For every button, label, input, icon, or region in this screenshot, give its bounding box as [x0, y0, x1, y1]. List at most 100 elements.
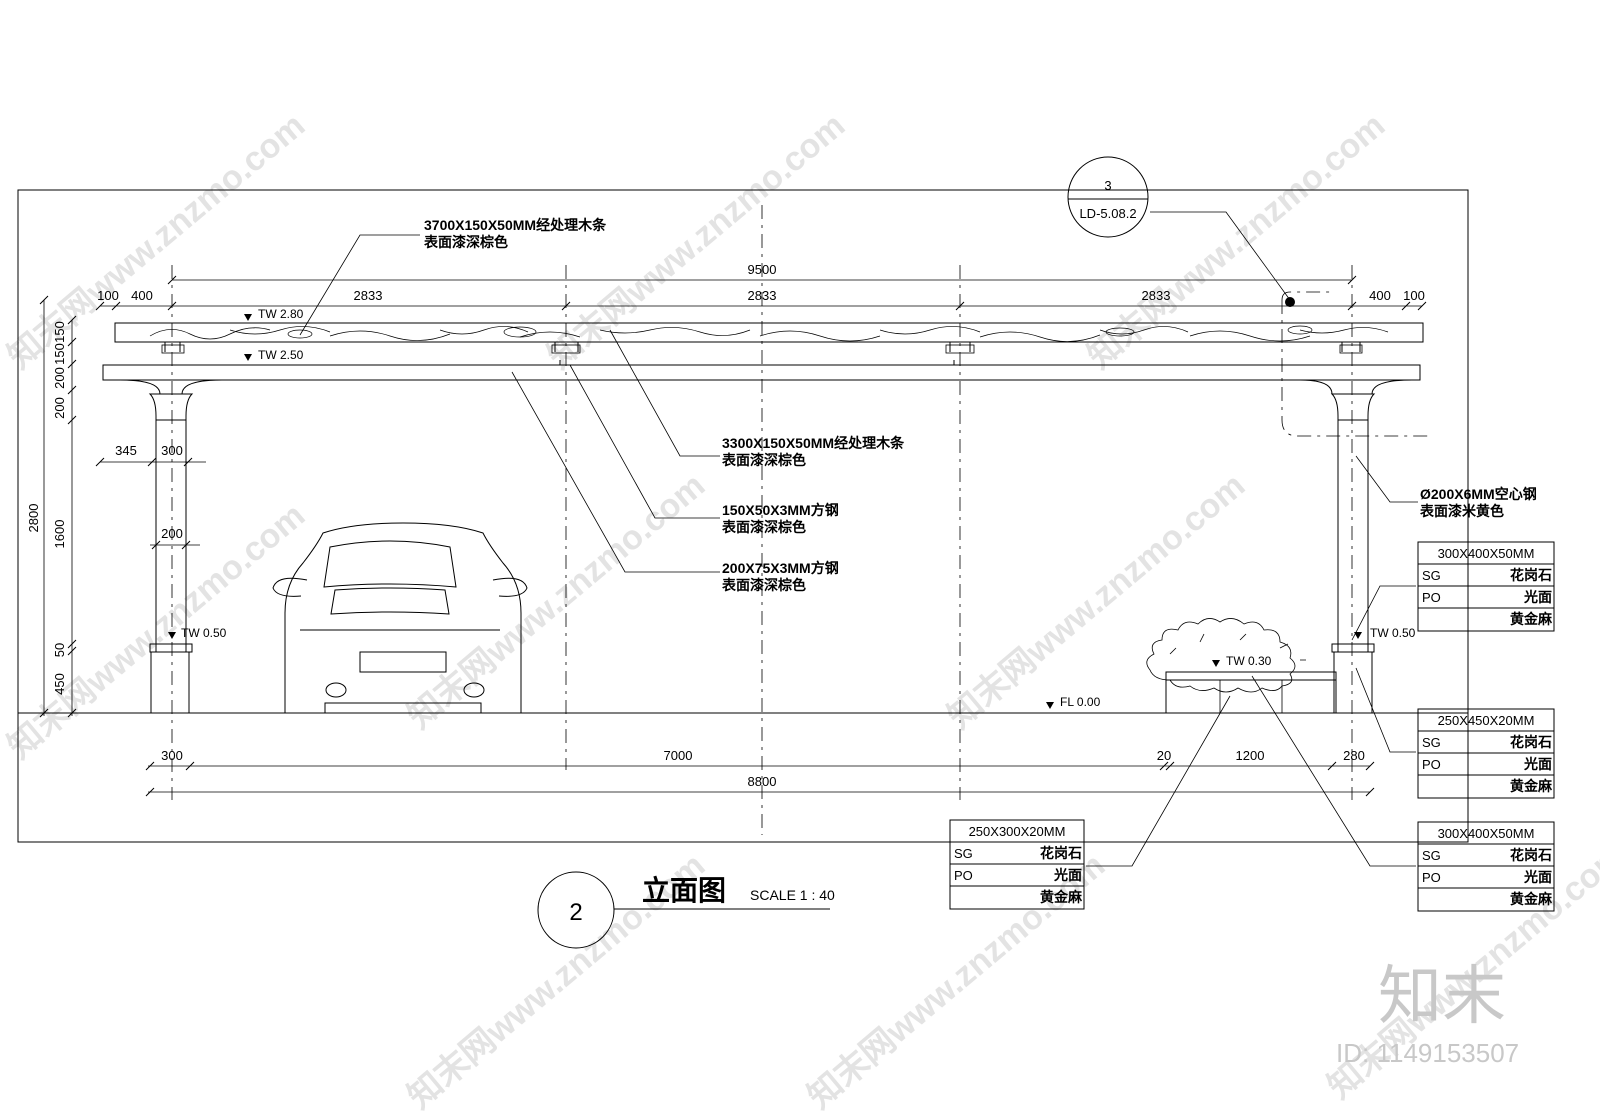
table-code: SG	[954, 846, 973, 861]
right-column	[1330, 393, 1376, 714]
table-value: 黄金麻	[1040, 889, 1083, 905]
note-timber-mid: 表面漆深棕色	[721, 452, 806, 468]
annotation-notes: 3700X150X50MM经处理木条 表面漆深棕色 3300X150X50MM经…	[423, 217, 1537, 593]
table-value: 光面	[1053, 867, 1082, 883]
level-markers: TW 2.80 TW 2.50 TW 0.50 TW 0.50 TW 0.30 …	[168, 307, 1416, 709]
drawing-title: 立面图	[642, 874, 726, 906]
detail-callout: 3 LD-5.08.2	[1067, 156, 1149, 238]
left-column	[148, 393, 194, 714]
note-steel-200: 表面漆深棕色	[721, 577, 806, 593]
level-tw250: TW 2.50	[258, 348, 304, 362]
title-block: 2 立面图 SCALE 1 : 40	[537, 871, 835, 949]
note-steel-pipe: 表面漆米黄色	[1419, 503, 1504, 519]
dim-top-seg: 400	[131, 288, 153, 303]
table-code: PO	[1422, 757, 1441, 772]
detail-boundary	[1281, 291, 1428, 437]
note-steel-pipe: Ø200X6MM空心钢	[1420, 486, 1537, 502]
dim-top-seg: 2833	[1142, 288, 1171, 303]
table-value: 黄金麻	[1510, 611, 1553, 627]
level-tw030: TW 0.30	[1226, 654, 1272, 668]
dim-bottom-seg: 300	[161, 748, 183, 763]
dim-left-seg: 200	[52, 397, 67, 419]
material-table: 250X300X20MM SG 花岗石 PO 光面 黄金麻	[949, 819, 1085, 910]
note-steel-200: 200X75X3MM方钢	[722, 560, 839, 576]
dim-left-seg: 1600	[52, 520, 67, 549]
table-header: 250X450X20MM	[1438, 713, 1535, 728]
table-code: PO	[1422, 590, 1441, 605]
dim-left-seg: 150	[52, 343, 67, 365]
dim-bottom-seg: 280	[1343, 748, 1365, 763]
table-value: 光面	[1523, 756, 1552, 772]
table-value: 光面	[1523, 869, 1552, 885]
watermark: 知末网www.znzmo.com	[1, 106, 312, 376]
brand-logo: 知末	[1378, 960, 1506, 1032]
column-dimensions: 345 300 200	[95, 443, 206, 550]
dim-top-seg: 400	[1369, 288, 1391, 303]
dim-top-seg: 2833	[748, 288, 777, 303]
detail-number: 3	[1104, 178, 1111, 193]
watermark: 知末网www.znzmo.com	[801, 846, 1112, 1115]
note-timber-top: 表面漆深棕色	[423, 234, 508, 250]
table-code: PO	[1422, 870, 1441, 885]
table-value: 黄金麻	[1510, 778, 1553, 794]
table-value: 花岗石	[1510, 567, 1552, 583]
dim-left-seg: 50	[52, 643, 67, 657]
table-header: 300X400X50MM	[1438, 826, 1535, 841]
note-timber-mid: 3300X150X50MM经处理木条	[722, 435, 905, 451]
bottom-dimensions: 300 7000 20 1200 280 8800	[145, 748, 1375, 797]
level-tw050-left: TW 0.50	[181, 626, 227, 640]
table-value: 光面	[1523, 589, 1552, 605]
left-dimensions: 2800 150 150 200 200 1600 50 450	[26, 295, 77, 718]
dim-left-seg: 200	[52, 367, 67, 389]
material-table: 300X400X50MM SG 花岗石 PO 光面 黄金麻	[1417, 821, 1555, 912]
table-code: PO	[954, 868, 973, 883]
material-table: 300X400X50MM SG 花岗石 PO 光面 黄金麻	[1417, 541, 1555, 632]
note-steel-150: 150X50X3MM方钢	[722, 502, 839, 518]
table-value: 花岗石	[1510, 847, 1552, 863]
dim-bottom-seg: 1200	[1236, 748, 1265, 763]
top-dimensions: 9500 100 400 2833 2833 2833 400 100	[95, 262, 1427, 311]
dim-top-total: 9500	[748, 262, 777, 277]
table-value: 花岗石	[1040, 845, 1082, 861]
dim-col-width: 300	[161, 443, 183, 458]
car-silhouette	[272, 522, 528, 714]
image-id: ID: 1149153507	[1336, 1038, 1519, 1068]
watermark-layer: 知末网www.znzmo.com 知末网www.znzmo.com 知末网www…	[1, 106, 1600, 1115]
table-code: SG	[1422, 568, 1441, 583]
drawing-number: 2	[569, 899, 582, 926]
grid-axis-lines	[171, 205, 1353, 835]
dim-left-total: 2800	[26, 504, 41, 533]
drawing-frame	[17, 189, 1469, 843]
table-value: 黄金麻	[1510, 891, 1553, 907]
level-fl000: FL 0.00	[1060, 695, 1101, 709]
table-header: 300X400X50MM	[1438, 546, 1535, 561]
table-value: 花岗石	[1510, 734, 1552, 750]
drawing-scale: SCALE 1 : 40	[750, 887, 835, 903]
dim-top-seg: 100	[1403, 288, 1425, 303]
note-steel-150: 表面漆深棕色	[721, 519, 806, 535]
note-timber-top: 3700X150X50MM经处理木条	[424, 217, 607, 233]
level-tw050-right: TW 0.50	[1370, 626, 1416, 640]
dim-top-seg: 2833	[354, 288, 383, 303]
dim-bottom-total: 8800	[748, 774, 777, 789]
leader-lines	[299, 211, 1418, 867]
detail-sheet: LD-5.08.2	[1079, 206, 1136, 221]
dim-bottom-seg: 7000	[664, 748, 693, 763]
watermark: 知末网www.znzmo.com	[401, 466, 712, 736]
table-code: SG	[1422, 735, 1441, 750]
table-code: SG	[1422, 848, 1441, 863]
dim-left-seg: 150	[52, 321, 67, 343]
table-header: 250X300X20MM	[969, 824, 1066, 839]
leader-dot	[1285, 297, 1295, 307]
dim-bottom-seg: 20	[1157, 748, 1171, 763]
dim-top-seg: 100	[97, 288, 119, 303]
material-table: 250X450X20MM SG 花岗石 PO 光面 黄金麻	[1417, 708, 1555, 799]
steel-beam	[102, 360, 1421, 395]
watermark: 知末网www.znzmo.com	[541, 106, 852, 376]
planter-with-shrub	[1146, 618, 1337, 714]
dim-left-seg: 450	[52, 673, 67, 695]
dim-col-offset: 345	[115, 443, 137, 458]
dim-col-mid: 200	[161, 526, 183, 541]
timber-slat-layer	[114, 322, 1424, 354]
